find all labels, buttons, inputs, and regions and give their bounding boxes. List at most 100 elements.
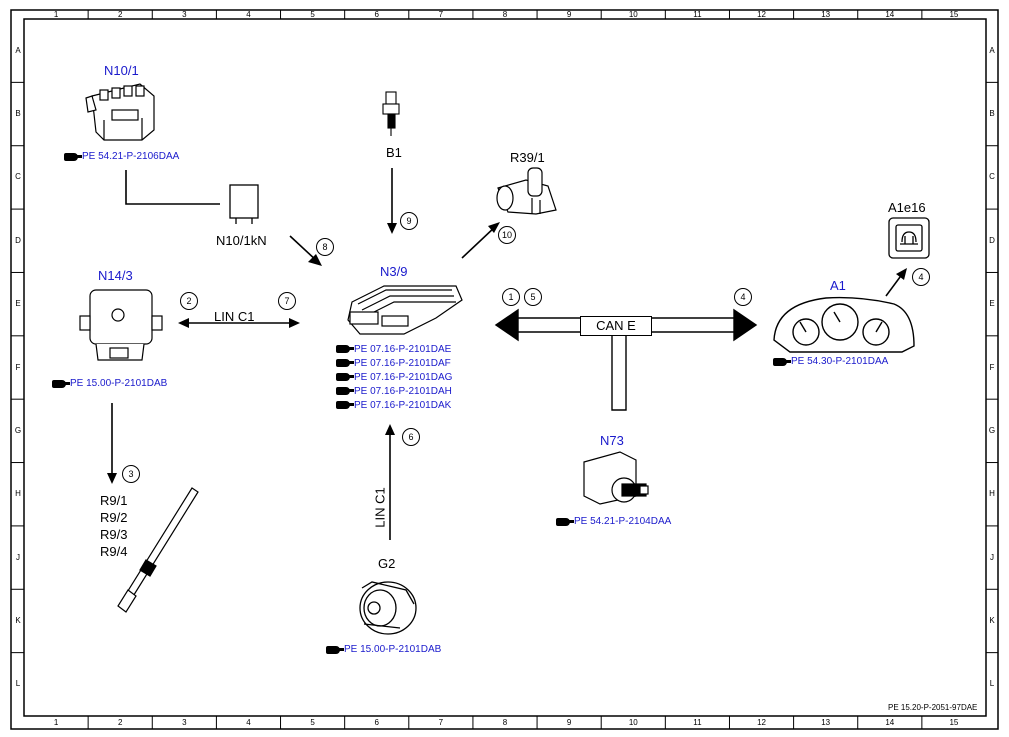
grid-row-label: J: [16, 552, 20, 562]
grid-row-label: E: [989, 299, 995, 309]
grid-column-label: 13: [821, 10, 831, 19]
grid-column-label: 4: [246, 718, 251, 727]
grid-column-label: 3: [182, 718, 187, 727]
line-n3-9-to-r39-1: [461, 225, 497, 259]
grid-ticks: [11, 10, 998, 729]
arrowhead-r39-1: [488, 222, 500, 233]
grid-column-label: 5: [310, 10, 315, 19]
grid-column-label: 8: [502, 718, 508, 727]
n3-9-ref-link[interactable]: PE 07.16-P-2101DAH: [336, 384, 452, 398]
pointing-hand-icon: [336, 401, 354, 409]
lin-c1-label-horizontal: LIN C1: [214, 309, 255, 324]
n3-9-ref-text: PE 07.16-P-2101DAK: [354, 399, 452, 411]
n14-3-title: N14/3: [98, 268, 133, 283]
r39-1-title: R39/1: [510, 150, 545, 165]
grid-column-label: 10: [628, 10, 638, 19]
grid-row-label: H: [989, 489, 995, 499]
grid-row-label: F: [989, 362, 995, 372]
r39-1-drawing: [496, 167, 557, 215]
grid-column-label: 9: [566, 718, 572, 727]
arrowhead-a1e16: [896, 268, 907, 280]
a1-title: A1: [830, 278, 846, 293]
g2-title: G2: [378, 556, 396, 571]
pointing-hand-icon: [52, 379, 70, 388]
a1-ref-link[interactable]: PE 54.30-P-2101DAA: [773, 356, 888, 367]
grid-column-label: 11: [693, 10, 702, 19]
n3-9-ref-link[interactable]: PE 07.16-P-2101DAE: [336, 342, 452, 356]
n73-switch-drawing: [583, 451, 649, 505]
grid-row-label: D: [989, 235, 995, 245]
grid-row-label: A: [989, 45, 995, 55]
grid-row-label: C: [15, 172, 21, 182]
grid-row-label: F: [15, 362, 21, 372]
pointing-hand-icon: [336, 345, 354, 353]
n3-9-ref-link[interactable]: PE 07.16-P-2101DAG: [336, 370, 452, 384]
grid-column-label: 3: [182, 10, 187, 19]
grid-column-label: 15: [949, 718, 959, 727]
grid-column-label: 14: [885, 718, 895, 727]
grid-row-label: G: [14, 425, 22, 435]
n73-title: N73: [600, 433, 624, 448]
n10-1-ref-text: PE 54.21-P-2106DAA: [82, 151, 180, 162]
r9-label: R9/4: [100, 544, 128, 559]
b1-title: B1: [386, 145, 402, 160]
marker-circle: 8: [316, 238, 334, 256]
pointing-hand-icon: [64, 152, 82, 161]
lin-c1-label-vertical: LIN C1: [372, 487, 388, 528]
marker-circle: 3: [122, 465, 140, 483]
grid-row-label: L: [15, 679, 21, 689]
grid-row-label: K: [989, 615, 995, 625]
n14-3-ref-link[interactable]: PE 15.00-P-2101DAB: [52, 378, 167, 389]
marker-circle: 1: [502, 288, 520, 306]
r9-label: R9/3: [100, 527, 128, 542]
grid-row-label: J: [990, 552, 994, 562]
r9-label: R9/1: [100, 493, 128, 508]
grid-column-label: 1: [53, 10, 59, 19]
marker-circle: 10: [498, 226, 516, 244]
grid-row-label: D: [15, 235, 21, 245]
g2-alternator-drawing: [359, 581, 417, 635]
grid-column-label: 12: [757, 10, 766, 19]
grid-column-label: 7: [438, 10, 444, 19]
grid-row-label: C: [989, 172, 995, 182]
arrowhead-relay-n3-9: [308, 254, 322, 266]
grid-row-label: H: [15, 489, 21, 499]
grid-column-label: 6: [374, 718, 379, 727]
a1e16-indicator-drawing: [888, 217, 930, 259]
marker-circle: 4: [912, 268, 930, 286]
g2-ref-text: PE 15.00-P-2101DAB: [344, 644, 442, 655]
pointing-hand-icon: [336, 359, 354, 367]
grid-column-label: 10: [628, 718, 638, 727]
n73-ref-link[interactable]: PE 54.21-P-2104DAA: [556, 516, 671, 527]
b1-sensor-drawing: [382, 91, 400, 136]
n3-9-ref-link[interactable]: PE 07.16-P-2101DAK: [336, 398, 452, 412]
arrowhead-b1: [387, 223, 397, 234]
grid-column-label: 14: [885, 10, 895, 19]
arrowhead-g2: [385, 424, 395, 435]
n10-1kn-title: N10/1kN: [216, 233, 267, 248]
grid-column-label: 9: [566, 10, 572, 19]
grid-row-label: A: [15, 45, 21, 55]
n3-9-ref-link[interactable]: PE 07.16-P-2101DAF: [336, 356, 452, 370]
r9-label-list: R9/1 R9/2 R9/3 R9/4: [100, 492, 127, 560]
n3-9-ecu-drawing: [347, 285, 463, 335]
pointing-hand-icon: [556, 517, 574, 526]
grid-row-label: G: [988, 425, 996, 435]
g2-ref-link[interactable]: PE 15.00-P-2101DAB: [326, 644, 441, 655]
arrowhead-lin-left: [178, 318, 189, 328]
arrowhead-lin-right: [289, 318, 300, 328]
grid-column-label: 1: [53, 718, 59, 727]
grid-column-label: 5: [310, 718, 315, 727]
n10-1-ref-link[interactable]: PE 54.21-P-2106DAA: [64, 151, 179, 162]
n14-3-ref-text: PE 15.00-P-2101DAB: [70, 378, 168, 389]
n3-9-ref-text: PE 07.16-P-2101DAH: [354, 385, 452, 397]
marker-circle: 5: [524, 288, 542, 306]
grid-row-label: L: [989, 679, 995, 689]
pointing-hand-icon: [773, 357, 791, 366]
n3-9-ref-text: PE 07.16-P-2101DAE: [354, 343, 452, 355]
arrowheads: [107, 222, 907, 484]
n3-9-ref-list: PE 07.16-P-2101DAE PE 07.16-P-2101DAF PE…: [336, 342, 452, 412]
can-e-bus: [494, 308, 758, 411]
line-n10-1-to-relay: [125, 170, 220, 205]
